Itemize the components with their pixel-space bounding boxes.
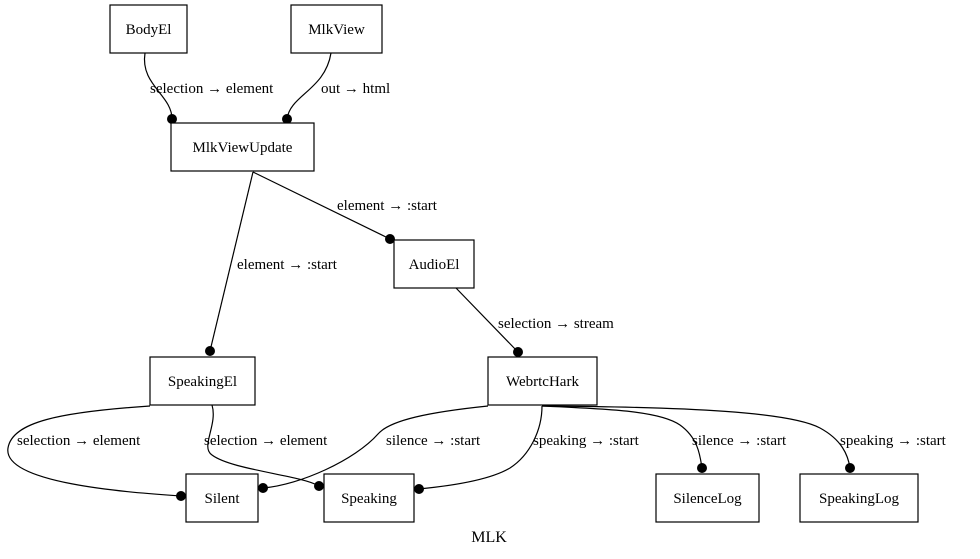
edge-label-update-to-speaking-el: element → :start xyxy=(237,257,338,273)
edge-endpoint-dot xyxy=(314,481,324,491)
edge-label-speaking-el-to-silent: selection → element xyxy=(17,433,141,449)
node-body-el: BodyEl xyxy=(109,4,188,54)
node-label-speaking-log: SpeakingLog xyxy=(819,491,899,507)
edge-update-to-speaking-el xyxy=(209,171,254,352)
node-speaking-el: SpeakingEl xyxy=(149,356,256,406)
edges xyxy=(7,52,855,501)
edge-label-update-to-audio: element → :start xyxy=(337,198,438,214)
edge-label-speaking-el-to-speaking: selection → element xyxy=(204,433,328,449)
node-mlk-view: MlkView xyxy=(290,4,383,54)
edge-endpoint-dot xyxy=(414,484,424,494)
edge-hark-to-speaking-log xyxy=(541,405,851,469)
edge-label-hark-to-silent: silence → :start xyxy=(386,433,481,449)
node-label-silence-log: SilenceLog xyxy=(673,491,742,507)
edge-update-to-audio xyxy=(252,171,391,240)
edge-endpoint-dot xyxy=(176,491,186,501)
node-label-mlk-view-update: MlkViewUpdate xyxy=(193,140,293,156)
edge-speaking-el-to-silent xyxy=(7,405,182,497)
diagram-caption: MLK xyxy=(471,529,507,546)
edge-hark-to-silence-log xyxy=(541,405,703,469)
edge-label-hark-to-speaking: speaking → :start xyxy=(533,433,640,449)
node-speaking-log: SpeakingLog xyxy=(799,473,919,523)
node-label-speaking: Speaking xyxy=(341,491,397,507)
edge-labels: selection → element out → html element →… xyxy=(17,81,947,449)
edge-endpoint-dot xyxy=(513,347,523,357)
edge-endpoint-dot xyxy=(697,463,707,473)
edge-endpoint-dot xyxy=(385,234,395,244)
node-label-speaking-el: SpeakingEl xyxy=(168,374,237,390)
edge-speaking-el-to-speaking xyxy=(207,404,320,487)
edge-label-hark-to-silence-log: silence → :start xyxy=(692,433,787,449)
node-label-body-el: BodyEl xyxy=(126,22,172,38)
edge-body-to-update xyxy=(143,52,173,120)
node-label-mlk-view: MlkView xyxy=(308,22,365,38)
edge-label-audio-to-hark: selection → stream xyxy=(498,316,614,332)
edge-label-view-to-update: out → html xyxy=(321,81,390,97)
edge-label-hark-to-speaking-log: speaking → :start xyxy=(840,433,947,449)
edge-endpoint-dot xyxy=(258,483,268,493)
node-speaking: Speaking xyxy=(323,473,415,523)
edge-label-body-to-update: selection → element xyxy=(150,81,274,97)
node-label-audio-el: AudioEl xyxy=(409,257,460,273)
edge-endpoint-dot xyxy=(845,463,855,473)
node-label-webrtc-hark: WebrtcHark xyxy=(506,374,579,390)
node-label-silent: Silent xyxy=(204,491,240,507)
edge-audio-to-hark xyxy=(455,287,519,353)
node-webrtc-hark: WebrtcHark xyxy=(487,356,598,406)
edge-endpoint-dot xyxy=(167,114,177,124)
node-silence-log: SilenceLog xyxy=(655,473,760,523)
edge-endpoint-dot xyxy=(205,346,215,356)
edge-endpoint-dot xyxy=(282,114,292,124)
node-silent: Silent xyxy=(185,473,259,523)
node-audio-el: AudioEl xyxy=(393,239,475,289)
edge-hark-to-silent xyxy=(262,405,489,489)
nodes: BodyEl MlkView MlkViewUpdate AudioEl Spe… xyxy=(109,4,919,523)
edge-view-to-update xyxy=(286,52,332,120)
edge-hark-to-speaking xyxy=(418,405,543,490)
node-mlk-view-update: MlkViewUpdate xyxy=(170,122,315,172)
